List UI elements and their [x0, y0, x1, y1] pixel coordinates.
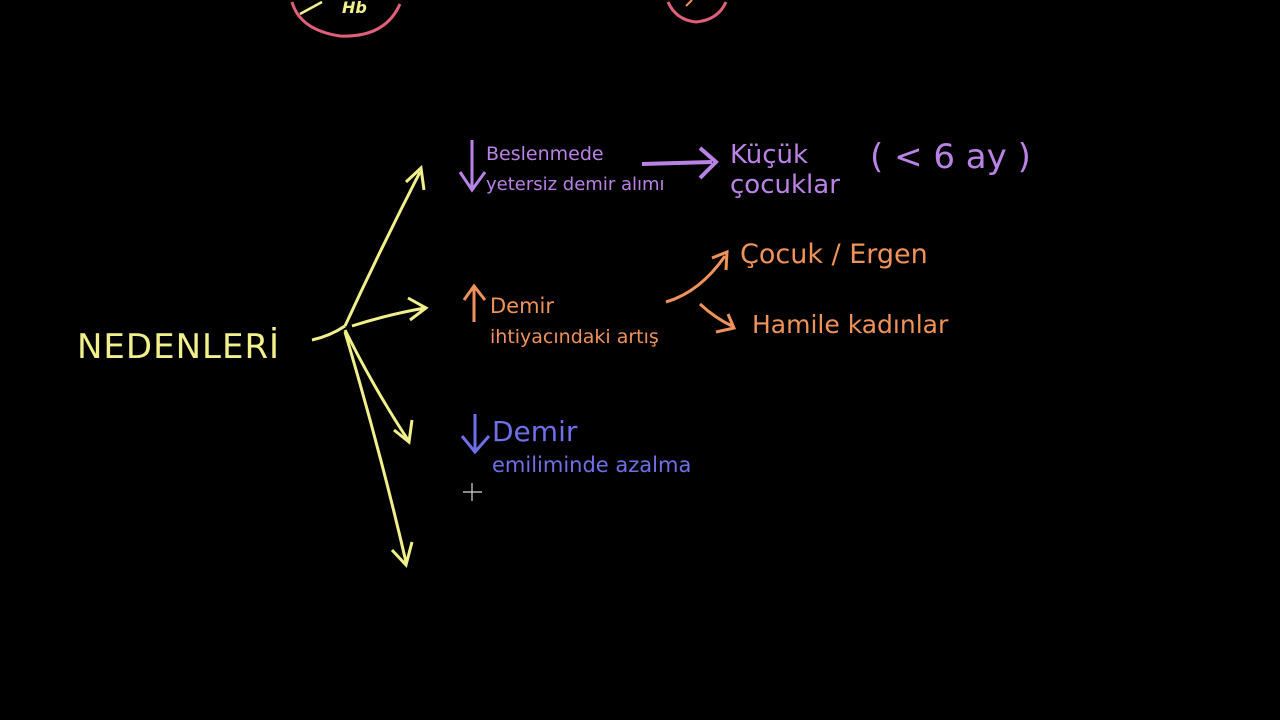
branch2-arrow-up-head [711, 249, 729, 271]
arrow-to-branch2 [351, 306, 426, 328]
branch2-result2: Hamile kadınlar [752, 310, 949, 339]
arrow-to-branch3 [343, 329, 410, 441]
branch1-line1: Beslenmede [486, 143, 604, 165]
arrow-to-branch1 [343, 171, 422, 327]
branch3-down-arrow-head [460, 435, 491, 455]
arrow-to-branch3-head [393, 419, 414, 445]
branch1-result-arrow [641, 160, 713, 166]
branch1-result-line2: çocuklar [730, 170, 840, 200]
branch1-result-line1: Küçük [730, 140, 809, 170]
hb-label: Hb [342, 0, 367, 17]
branch3-line2: emiliminde azalma [492, 453, 692, 477]
branch2-line1: Demir [490, 294, 555, 318]
root-label: NEDENLERİ [77, 327, 281, 367]
branch1-result-arrow-head [698, 146, 719, 180]
cursor-crosshair-icon [463, 483, 482, 501]
arrow-to-branch2-head [407, 296, 429, 322]
branch3-line1: Demir [492, 415, 578, 448]
branch2-arrow-up [665, 255, 727, 304]
branch1-line2: yetersiz demir alımı [486, 174, 665, 195]
branch1-note: ( < 6 ay ) [870, 137, 1031, 177]
arrow-to-branch4 [343, 331, 408, 563]
top-left-circle [290, 1, 402, 38]
branch2-line2: ihtiyacındaki artış [490, 326, 659, 348]
top-right-circle-arrow [685, 0, 693, 7]
branch1-down-arrow-head [458, 171, 487, 193]
branch2-arrow-down [698, 302, 733, 328]
top-right-circle [666, 1, 728, 24]
arrow-to-branch1-head [404, 164, 426, 191]
arrow-to-branch4-head [390, 541, 414, 569]
top-left-circle-arrow [299, 0, 323, 16]
branch2-result1: Çocuk / Ergen [740, 239, 928, 270]
branch2-up-arrow-head [462, 283, 487, 301]
root-connector [311, 324, 346, 342]
branch2-arrow-down-head [715, 313, 737, 334]
